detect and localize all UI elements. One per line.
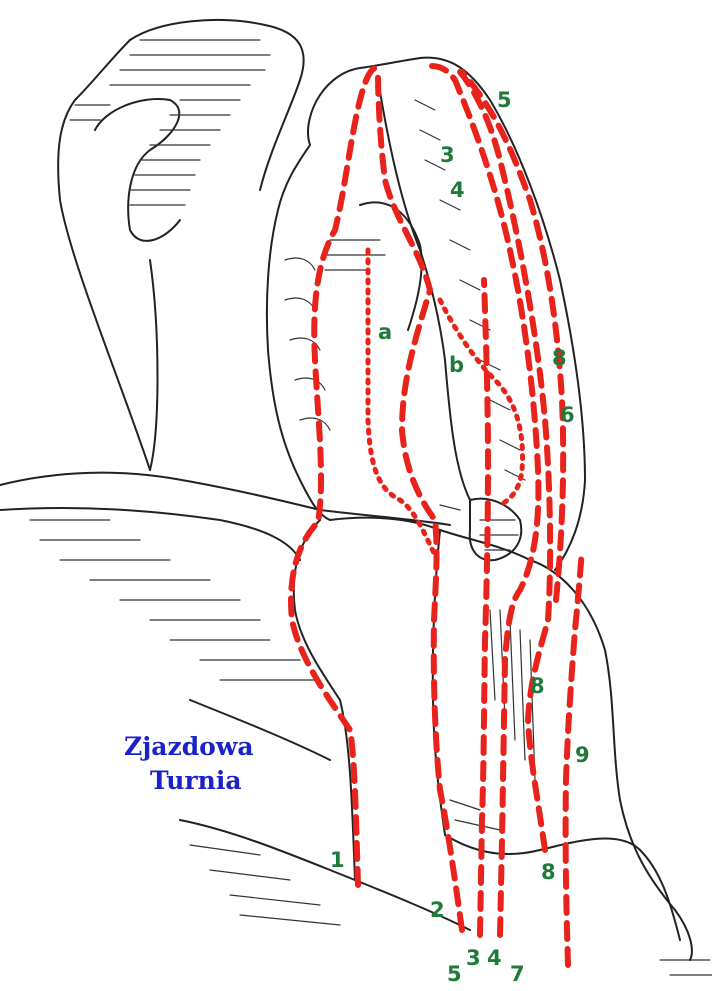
route-1-line: [291, 68, 375, 885]
route-label-3-top: 3: [440, 145, 455, 166]
route-label-9: 9: [575, 745, 590, 766]
route-label-b: b: [449, 355, 464, 376]
climbing-routes: [291, 66, 582, 965]
route-label-a: a: [378, 322, 392, 343]
route-label-2: 2: [430, 900, 445, 921]
route-3-line: [480, 280, 488, 935]
route-label-4-top: 4: [450, 180, 465, 201]
route-b-line: [440, 300, 523, 505]
ledge-terrace: [0, 473, 712, 975]
route-label-6: 6: [560, 405, 575, 426]
route-label-3-bottom: 3: [466, 948, 481, 969]
route-label-1: 1: [330, 850, 345, 871]
formation-title-line-2: Turnia: [150, 768, 242, 793]
route-label-5-bottom: 5: [447, 964, 462, 985]
route-label-8-bottom: 8: [541, 862, 556, 883]
route-label-8-mid: 8: [552, 348, 567, 369]
route-label-8-lower: 8: [530, 676, 545, 697]
route-label-7: 7: [510, 964, 525, 985]
route-6-line: [462, 72, 563, 600]
route-label-4-bottom: 4: [487, 948, 502, 969]
background-pillar: [58, 20, 304, 470]
route-label-5-top: 5: [497, 90, 512, 111]
formation-title-line-1: Zjazdowa: [124, 734, 254, 759]
